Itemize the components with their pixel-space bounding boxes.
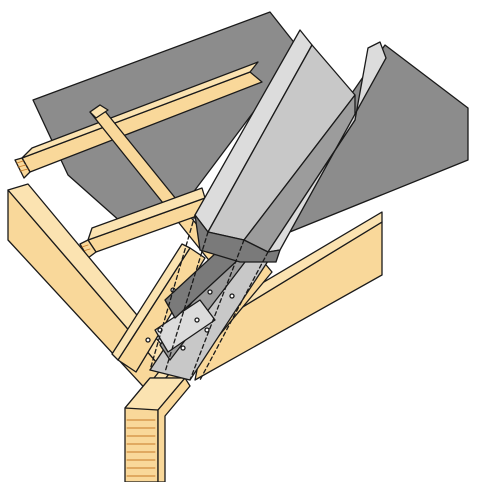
rafter-right	[194, 211, 383, 381]
fixing-nails	[145, 287, 235, 351]
batten-upper	[14, 61, 263, 179]
valley-rafter	[124, 377, 191, 482]
valley-board-left	[111, 243, 206, 373]
valley-flashing	[149, 29, 387, 381]
hidden-edges	[149, 214, 269, 381]
